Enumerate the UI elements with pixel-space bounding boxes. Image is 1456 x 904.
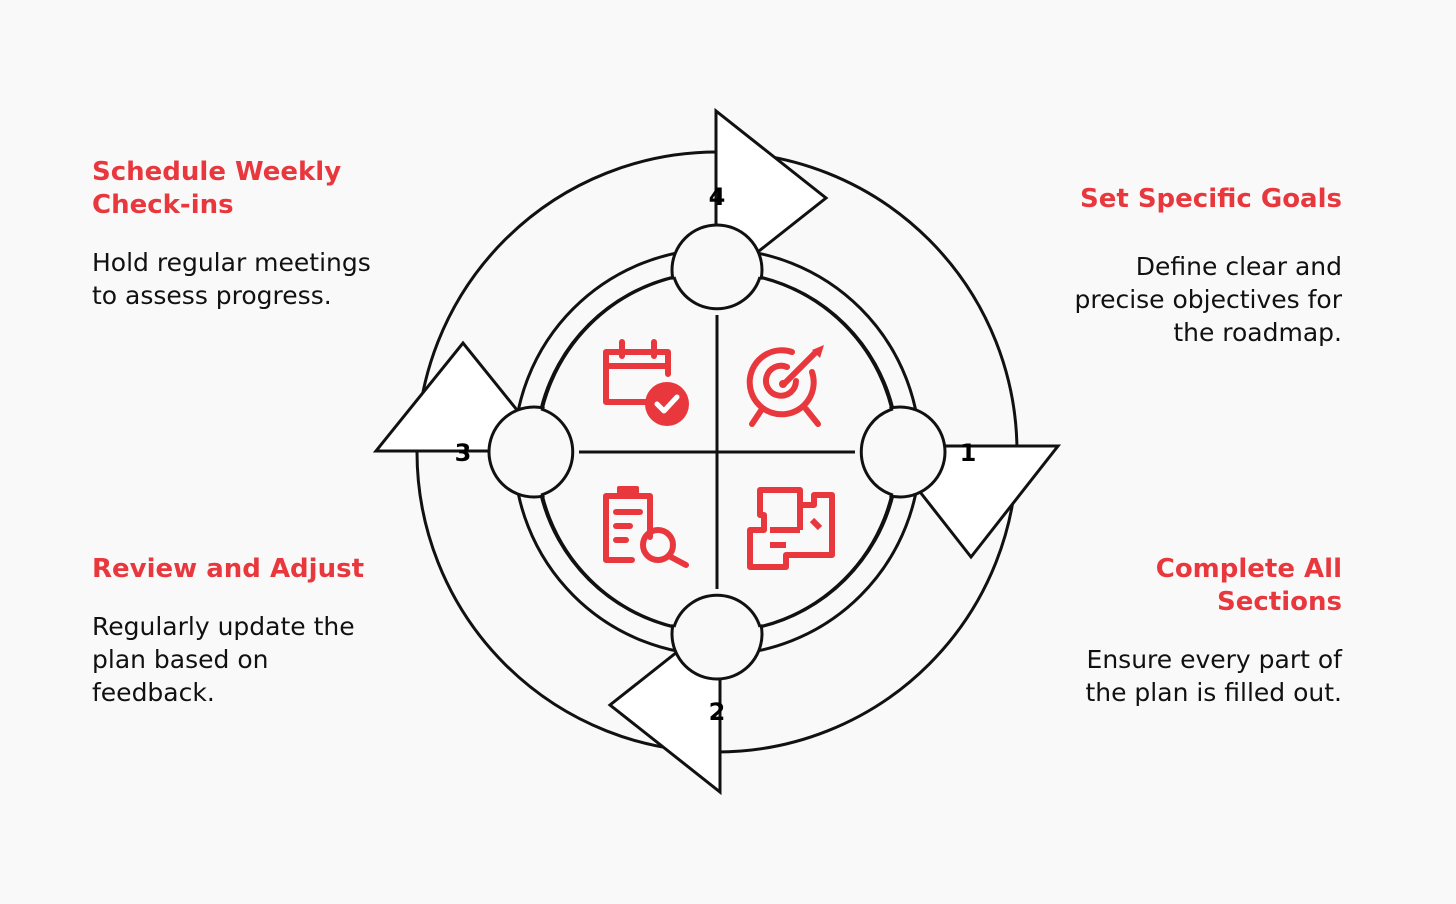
step-4-block: Schedule Weekly Check-ins Hold regular m… [92,156,372,312]
step-number-1: 1 [960,439,977,467]
step-2-block: Complete All Sections Ensure every part … [1052,553,1342,709]
step-3-title: Review and Adjust [92,554,364,584]
clipboard-search-icon [603,486,689,568]
step-1-description: Define clear and precise objectives for … [1074,252,1342,347]
step-4-title: Schedule Weekly Check-ins [92,157,342,220]
calendar-check-icon [603,339,689,426]
step-number-4: 4 [709,183,726,211]
step-1-block: Set Specific Goals Define clear and prec… [1052,183,1342,349]
step-number-2: 2 [709,698,726,726]
step-3-block: Review and Adjust Regularly update the p… [92,553,372,709]
puzzle-icon [747,487,835,570]
step-1-title: Set Specific Goals [1079,184,1342,214]
step-2-description: Ensure every part of the plan is filled … [1085,645,1342,707]
step-3-description: Regularly update the plan based on feedb… [92,612,355,707]
target-icon [746,345,824,427]
step-4-description: Hold regular meetings to assess progress… [92,248,371,310]
step-number-3: 3 [455,439,472,467]
step-2-title: Complete All Sections [1155,554,1342,617]
